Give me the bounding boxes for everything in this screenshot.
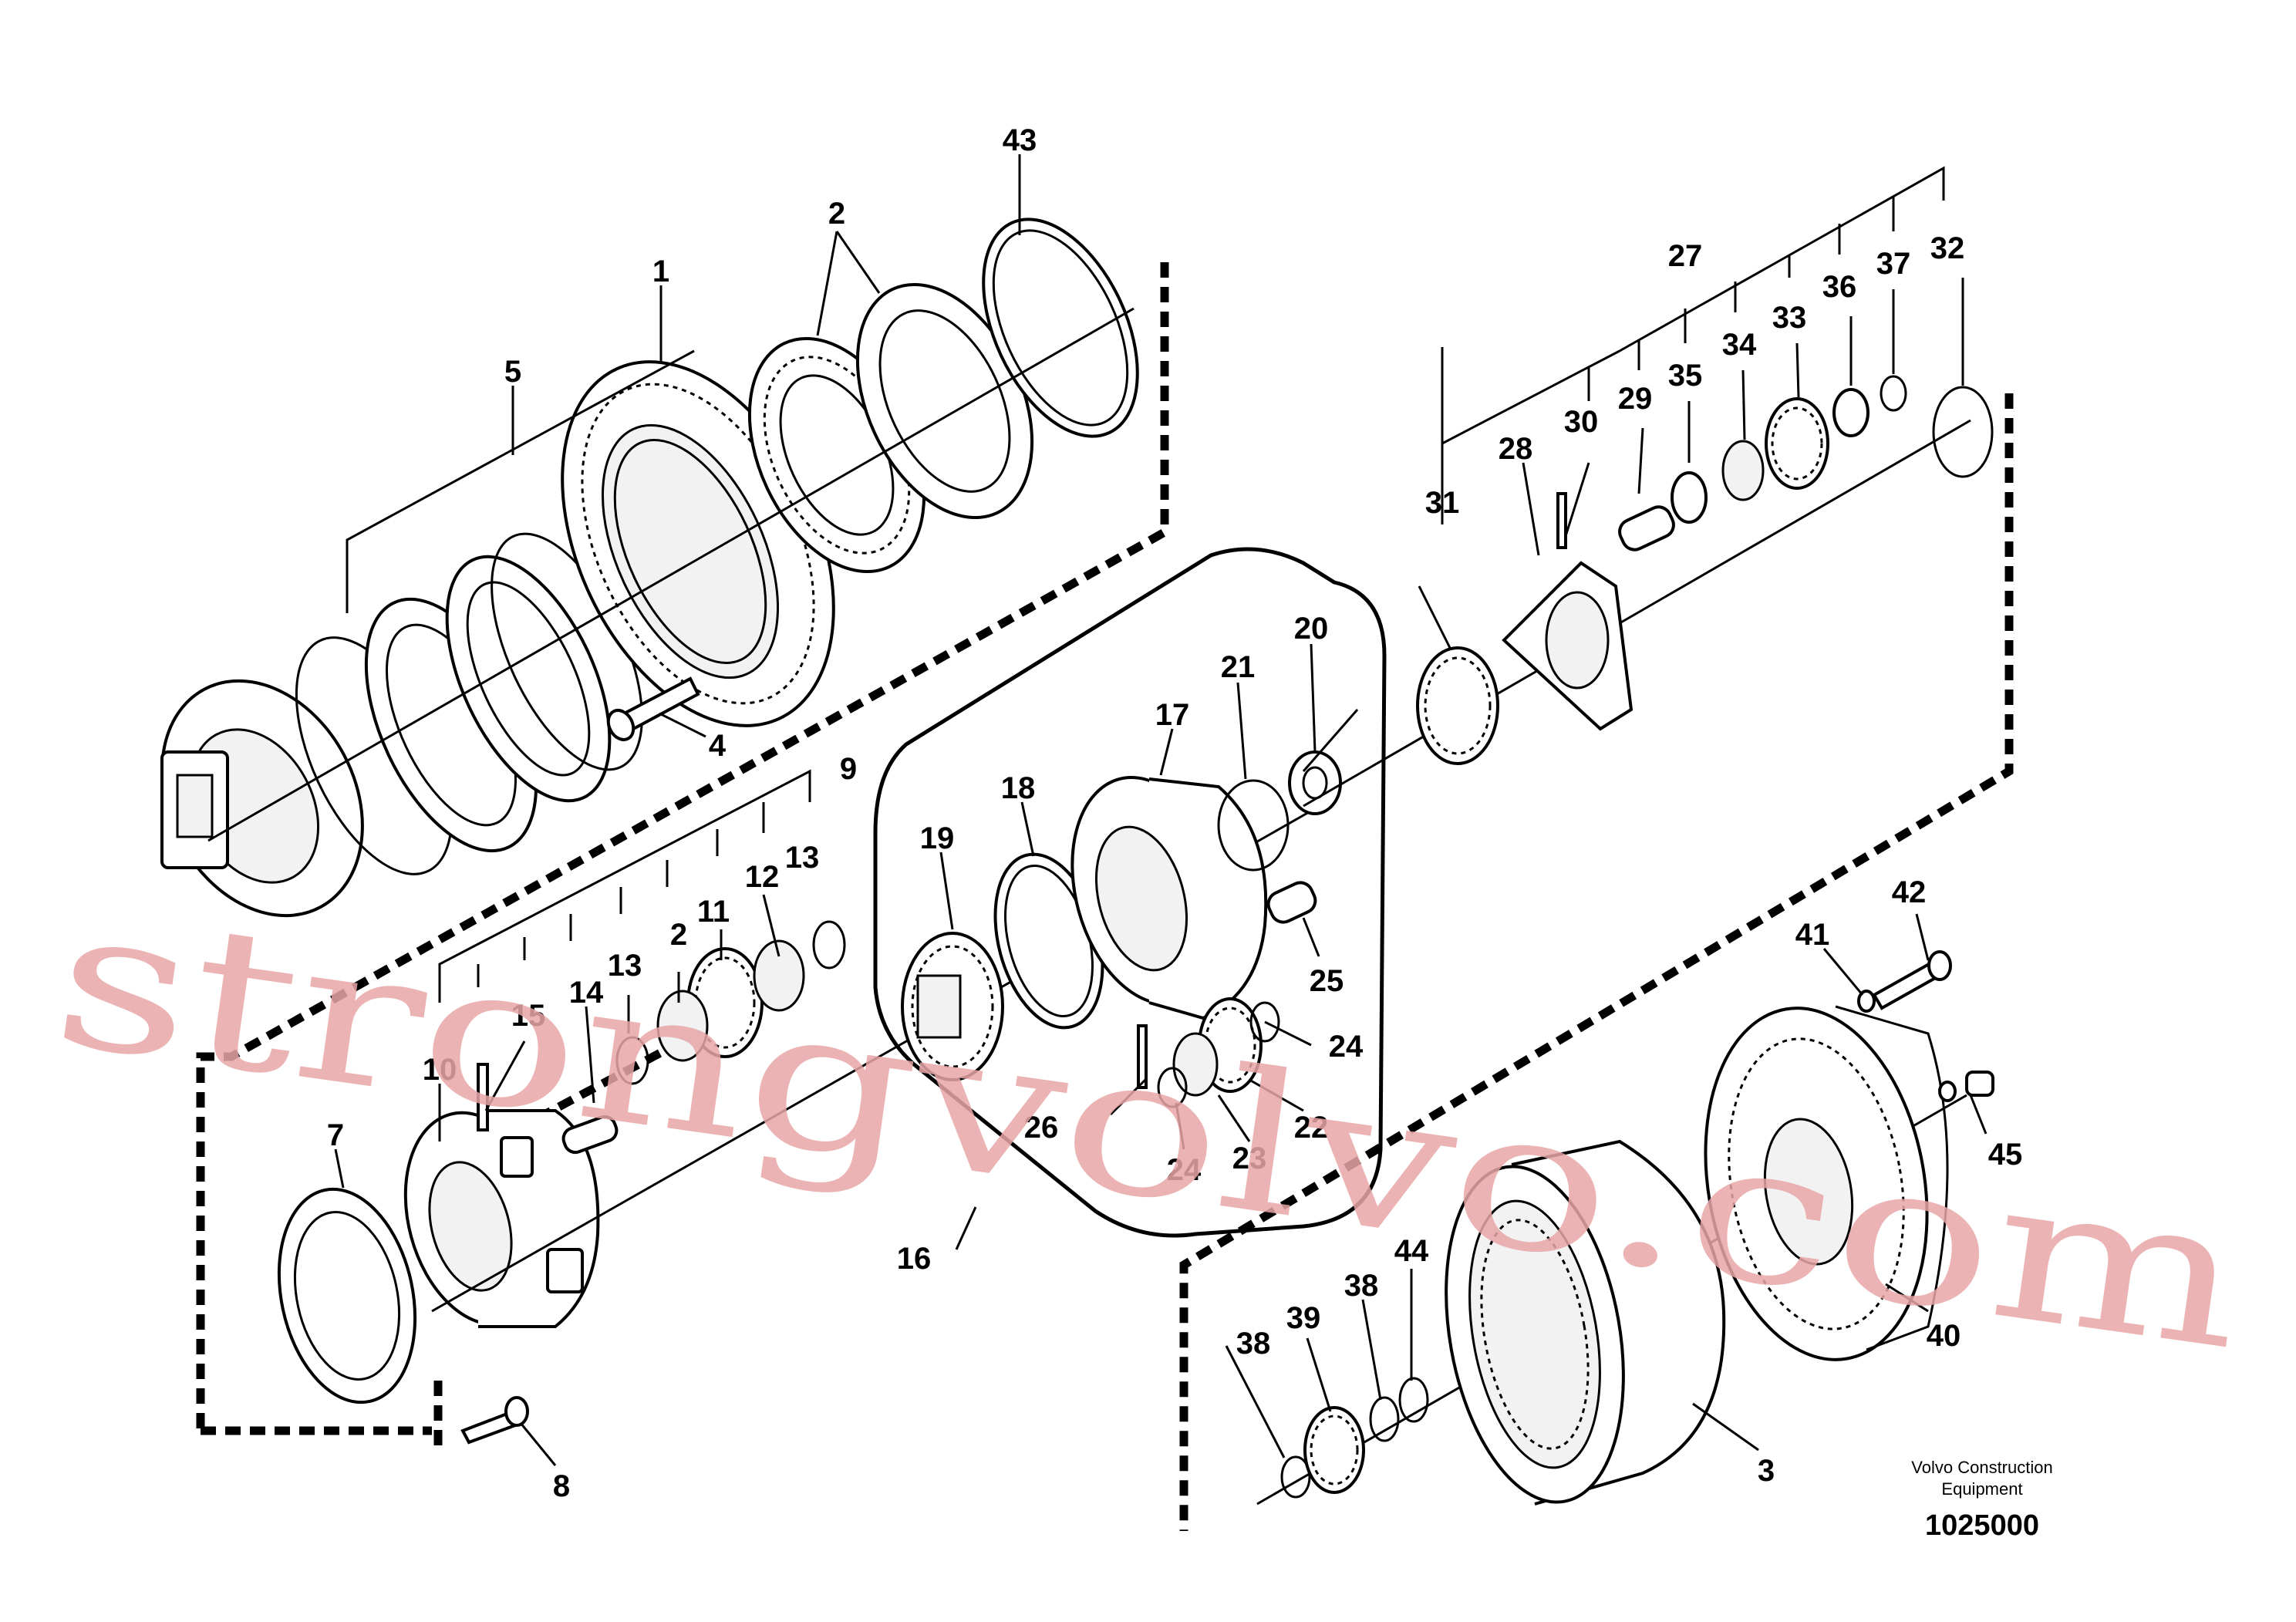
- pin-30-part: [1556, 492, 1567, 549]
- pin-15-part: [477, 1063, 489, 1131]
- callout-5: 5: [504, 355, 521, 389]
- callout-38a: 38: [1236, 1327, 1271, 1361]
- washer-36-part: [1832, 388, 1870, 437]
- plug-45-part: [1938, 1071, 1994, 1102]
- leader-lines: [334, 154, 1988, 1466]
- snap-ring-37-part: [1880, 375, 1907, 412]
- callout-1: 1: [652, 255, 669, 288]
- snap-ring-38b-part: [1369, 1396, 1400, 1442]
- planet-gear-22-part: [1157, 997, 1280, 1108]
- callout-14: 14: [569, 976, 604, 1010]
- brand-line-1: Volvo Construction: [1911, 1458, 2052, 1477]
- washer-20-part: [1288, 750, 1342, 815]
- o-ring-set-part: [295, 532, 643, 875]
- snap-ring-44-part: [1398, 1377, 1429, 1423]
- retaining-ring-43-part: [982, 218, 1139, 438]
- cover-40-part: [1704, 1005, 1949, 1361]
- needle-bearing-34-part: [1721, 440, 1765, 501]
- callout-4: 4: [709, 729, 727, 763]
- callout-42: 42: [1892, 875, 1927, 909]
- dashed-enclosure-top: [196, 262, 1169, 1435]
- callout-40: 40: [1927, 1319, 1961, 1353]
- callout-26: 26: [1024, 1111, 1059, 1145]
- callout-11: 11: [697, 895, 730, 929]
- carrier-10-part: [403, 1109, 600, 1328]
- callout-13a: 13: [785, 841, 820, 875]
- pin-25-part: [1266, 881, 1317, 924]
- callout-34: 34: [1722, 328, 1757, 362]
- axis-line-top: [207, 307, 1135, 842]
- pin-26-part: [1137, 1024, 1148, 1089]
- callout-16: 16: [897, 1242, 932, 1276]
- washer-41-part: [1857, 990, 1876, 1013]
- plate-28-part: [1502, 561, 1633, 731]
- pin-14-part: [561, 1114, 619, 1155]
- callout-labels: 1 2 43 5 4 9 13 12 11 2 13 14 15 10 7 8 …: [327, 123, 2022, 1503]
- carrier-17-part: [1070, 776, 1268, 1020]
- callout-2a: 2: [828, 197, 845, 231]
- snap-ring-38a-part: [1280, 1455, 1311, 1499]
- brand-block: Volvo Construction Equipment 1025000: [1911, 1458, 2052, 1542]
- planet-gear-33-part: [1765, 397, 1829, 490]
- callout-33: 33: [1772, 301, 1807, 335]
- callout-19: 19: [920, 821, 955, 855]
- callout-24b: 24: [1167, 1153, 1202, 1187]
- callout-44: 44: [1394, 1234, 1429, 1268]
- ring-gear-3-part: [1445, 1139, 1726, 1506]
- callout-15: 15: [511, 999, 546, 1033]
- planet-gear-11-part: [615, 920, 846, 1085]
- washer-35-part: [1671, 471, 1708, 524]
- callout-17: 17: [1155, 698, 1190, 732]
- callout-7: 7: [327, 1118, 344, 1152]
- callout-18: 18: [1001, 771, 1036, 805]
- brand-line-2: Equipment: [1941, 1479, 2022, 1499]
- callout-22: 22: [1294, 1111, 1329, 1145]
- callout-35: 35: [1668, 359, 1703, 393]
- retaining-ring-43-inner: [992, 229, 1129, 427]
- callout-36: 36: [1822, 270, 1857, 304]
- callout-12: 12: [745, 860, 780, 894]
- planet-carrier-group-outline: [873, 547, 1387, 1238]
- callout-20: 20: [1294, 612, 1329, 646]
- spacer-29-part: [1618, 505, 1675, 551]
- callout-25: 25: [1310, 964, 1344, 998]
- callout-39: 39: [1286, 1301, 1321, 1335]
- o-ring-21-part: [1217, 779, 1290, 872]
- bolt-4-part: [606, 676, 700, 742]
- callout-28: 28: [1499, 432, 1533, 466]
- cover-plate-7-part: [277, 1187, 417, 1404]
- callout-37: 37: [1876, 247, 1911, 281]
- callout-29: 29: [1618, 382, 1653, 416]
- o-ring-32-part: [1932, 386, 1994, 478]
- callout-27: 27: [1668, 239, 1703, 273]
- sun-gear-31-part: [1416, 646, 1499, 765]
- callout-31: 31: [1425, 486, 1460, 520]
- callout-43: 43: [1003, 123, 1037, 157]
- axis-line-right-top: [1303, 419, 1971, 808]
- callout-23: 23: [1232, 1141, 1267, 1175]
- callout-8: 8: [553, 1469, 570, 1503]
- callout-41: 41: [1795, 918, 1830, 952]
- callout-32: 32: [1930, 231, 1965, 265]
- sun-gear-19-part: [901, 932, 1004, 1081]
- drawing-number: 1025000: [1925, 1509, 2039, 1542]
- callout-24a: 24: [1329, 1030, 1364, 1064]
- callout-13b: 13: [608, 949, 642, 983]
- bolt-42-part: [1872, 950, 1952, 1010]
- callout-45: 45: [1988, 1138, 2023, 1172]
- callout-30: 30: [1564, 405, 1599, 439]
- bolt-8-part: [460, 1396, 529, 1445]
- gear-39-part: [1303, 1406, 1365, 1494]
- callout-2b: 2: [670, 918, 687, 952]
- callout-3: 3: [1758, 1454, 1775, 1488]
- callout-9: 9: [840, 752, 857, 786]
- callout-21: 21: [1221, 650, 1256, 684]
- callout-10: 10: [423, 1053, 457, 1087]
- callout-38b: 38: [1344, 1269, 1379, 1303]
